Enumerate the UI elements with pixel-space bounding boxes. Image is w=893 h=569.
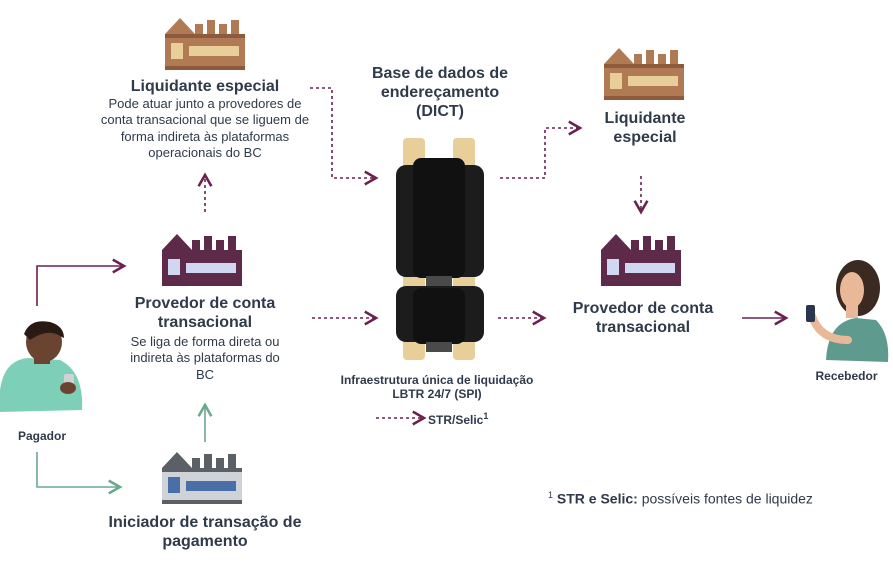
provedor-right-building-icon	[601, 234, 681, 286]
provedor-left-building-icon	[162, 234, 242, 286]
liquidante-top-title: Liquidante especial	[130, 78, 280, 95]
liquidante-top-description: Pode atuar junto a provedores de conta t…	[100, 96, 310, 160]
liquidante-top-building-icon	[165, 18, 245, 70]
spi-legend: STR/Selic1	[428, 411, 489, 427]
pagador-label: Pagador	[17, 429, 66, 443]
spi-server-icon	[396, 138, 484, 360]
iniciador-title: Iniciador de transação de pagamento	[108, 514, 302, 551]
arrow-liquidante-dict	[310, 87, 379, 186]
arrow-pagador-iniciador	[36, 452, 123, 495]
arrow-pagador-provedor	[36, 258, 127, 306]
provedor-left-description: Se liga de forma direta ou indireta às p…	[130, 334, 280, 382]
footnote: 1 STR e Selic: possíveis fontes de liqui…	[548, 490, 813, 507]
provedor-right-title: Provedor de conta transacional	[572, 300, 714, 337]
provedor-left-title: Provedor de conta transacional	[134, 295, 276, 332]
pagador-person-icon	[0, 321, 83, 412]
recebedor-label: Recebedor	[815, 369, 878, 383]
recebedor-person-icon	[806, 260, 889, 362]
arrow-spi-liquidante	[500, 120, 583, 179]
recebedor-phone-icon	[806, 305, 815, 322]
liquidante-right-building-icon	[604, 48, 684, 100]
spi-title: Infraestrutura única de liquidação LBTR …	[340, 373, 534, 402]
iniciador-building-icon	[162, 452, 242, 504]
dict-title: Base de dados de endereçamento (DICT)	[371, 65, 509, 121]
liquidante-right-title: Liquidante especial	[604, 110, 686, 147]
